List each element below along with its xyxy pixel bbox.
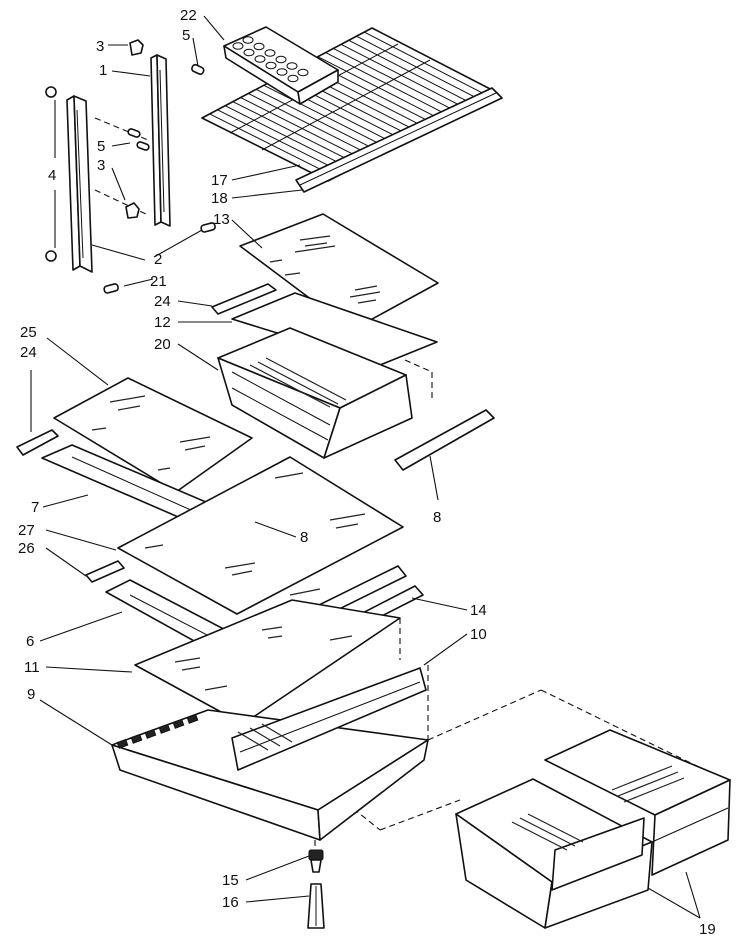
wire-shelf-front-trim (295, 87, 503, 193)
ice-cell (253, 42, 265, 51)
callout-16: 16 (222, 894, 239, 911)
callout-26: 26 (18, 540, 35, 557)
support-leg (307, 883, 325, 929)
ice-cell (254, 55, 266, 63)
callout-1: 1 (99, 62, 107, 79)
callout-20: 20 (154, 336, 171, 353)
leader-lines (30, 15, 701, 919)
shelf-bar-24-left (16, 429, 59, 456)
rail-cap-mid (125, 202, 140, 219)
callout-12: 12 (154, 314, 171, 331)
shelf-rail-left (45, 86, 93, 273)
ice-cell (275, 55, 287, 64)
wire-crossbar (261, 59, 431, 151)
callout-25: 25 (20, 324, 37, 341)
screw-low (200, 222, 216, 233)
callout-17: 17 (211, 172, 228, 189)
callout-21: 21 (150, 273, 167, 290)
callout-24: 24 (154, 293, 171, 310)
frame-slot (130, 733, 143, 744)
callout-14: 14 (470, 602, 487, 619)
shelf-bar-8-right (394, 409, 495, 471)
crisper-drawer-upper (217, 327, 413, 459)
ice-cell (232, 42, 244, 50)
callout-8: 8 (433, 509, 441, 526)
screw-mid-2 (136, 141, 150, 151)
callout-3: 3 (96, 38, 104, 55)
callout-18: 18 (211, 190, 228, 207)
callout-labels: 22 5 3 1 5 3 4 17 18 13 2 21 24 12 20 25… (18, 7, 716, 938)
shelf-bar-26 (85, 560, 125, 583)
wire-rod (348, 39, 474, 105)
wire-rod (333, 48, 459, 113)
callout-4: 4 (48, 167, 56, 184)
frame-slot (172, 718, 185, 729)
callout-7: 7 (31, 499, 39, 516)
shelf-rail-right (150, 54, 171, 227)
callout-24: 24 (20, 344, 37, 361)
support-pin (308, 849, 324, 873)
crisper-frame (111, 667, 429, 841)
wire-rod (209, 113, 336, 178)
wire-rod (255, 88, 382, 154)
ice-cell (297, 68, 309, 77)
ice-cell (286, 62, 298, 70)
callout-11: 11 (24, 659, 40, 676)
ice-cell (242, 36, 254, 44)
callout-5: 5 (97, 138, 105, 155)
ice-cell (287, 74, 299, 83)
wire-rod (263, 84, 390, 150)
callout-19: 19 (699, 921, 716, 938)
ice-cube-tray (223, 26, 339, 105)
callout-5: 5 (182, 27, 190, 44)
screw-mid (127, 128, 141, 138)
wire-rod (356, 35, 481, 101)
screw-top (191, 63, 205, 75)
callout-13: 13 (213, 211, 230, 228)
crisper-glass-cover (134, 599, 401, 725)
frame-slot (116, 738, 129, 749)
frame-slot (158, 723, 171, 734)
glass-shelf-27 (117, 456, 404, 615)
rail-cap-top (129, 39, 144, 56)
callout-3: 3 (97, 157, 105, 174)
callout-10: 10 (470, 626, 487, 643)
crisper-drawers-lower (455, 729, 731, 929)
callout-9: 9 (27, 686, 35, 703)
callout-27: 27 (18, 522, 35, 539)
wire-shelf (201, 27, 503, 193)
screw-bottom (103, 283, 119, 294)
wire-rod (317, 56, 443, 121)
wire-rod (364, 31, 489, 97)
wire-rod (340, 43, 466, 109)
frame-slot (186, 713, 199, 724)
callout-22: 22 (180, 7, 197, 24)
callout-15: 15 (222, 872, 239, 889)
wire-rod (224, 105, 352, 170)
wire-rod (325, 52, 451, 117)
ice-cell (243, 48, 255, 57)
callout-6: 6 (26, 633, 34, 650)
wire-rod (240, 97, 367, 162)
callout-8: 8 (300, 529, 308, 546)
wire-rod (217, 109, 344, 174)
glass-shelf-25 (53, 377, 253, 493)
wire-rod (232, 101, 359, 166)
hardware-parts (103, 39, 216, 294)
wire-rod (248, 93, 375, 158)
ice-cell (264, 49, 276, 57)
callout-2: 2 (154, 251, 162, 268)
ice-cell (276, 68, 288, 76)
ice-cell (265, 61, 277, 70)
frame-slot (144, 728, 157, 739)
